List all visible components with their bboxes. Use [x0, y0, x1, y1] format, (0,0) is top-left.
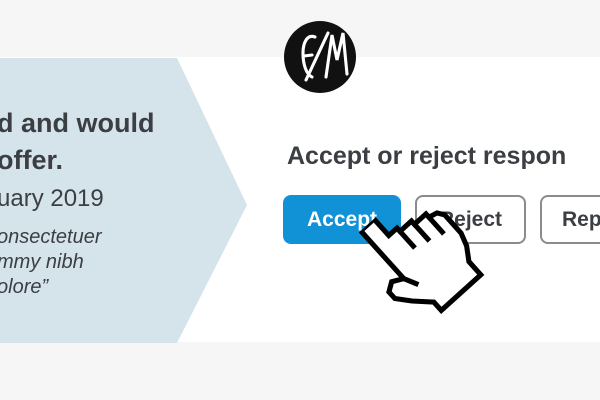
logo-circle — [284, 21, 356, 93]
gm-monogram-logo-icon — [284, 21, 356, 93]
button-row: Accept Reject Rep — [283, 195, 600, 244]
callout-bold-line-1: d and would — [0, 108, 155, 138]
callout-quote-line-1: onsectetuer — [0, 226, 102, 248]
callout-quote-line-3: olore” — [0, 276, 49, 298]
callout-date-line: uary 2019 — [0, 185, 104, 212]
callout-arrow: d and would offer. uary 2019 onsectetuer… — [0, 58, 247, 343]
callout-quote-line-2: mmy nibh — [0, 251, 84, 273]
reject-button[interactable]: Reject — [415, 195, 526, 244]
bottom-band — [0, 342, 600, 400]
reply-button[interactable]: Rep — [540, 195, 600, 244]
accept-button[interactable]: Accept — [283, 195, 401, 244]
logo-monogram-strokes — [301, 31, 349, 82]
callout-bold-line-2: offer. — [0, 145, 64, 175]
page-title: Accept or reject respon — [287, 142, 567, 170]
